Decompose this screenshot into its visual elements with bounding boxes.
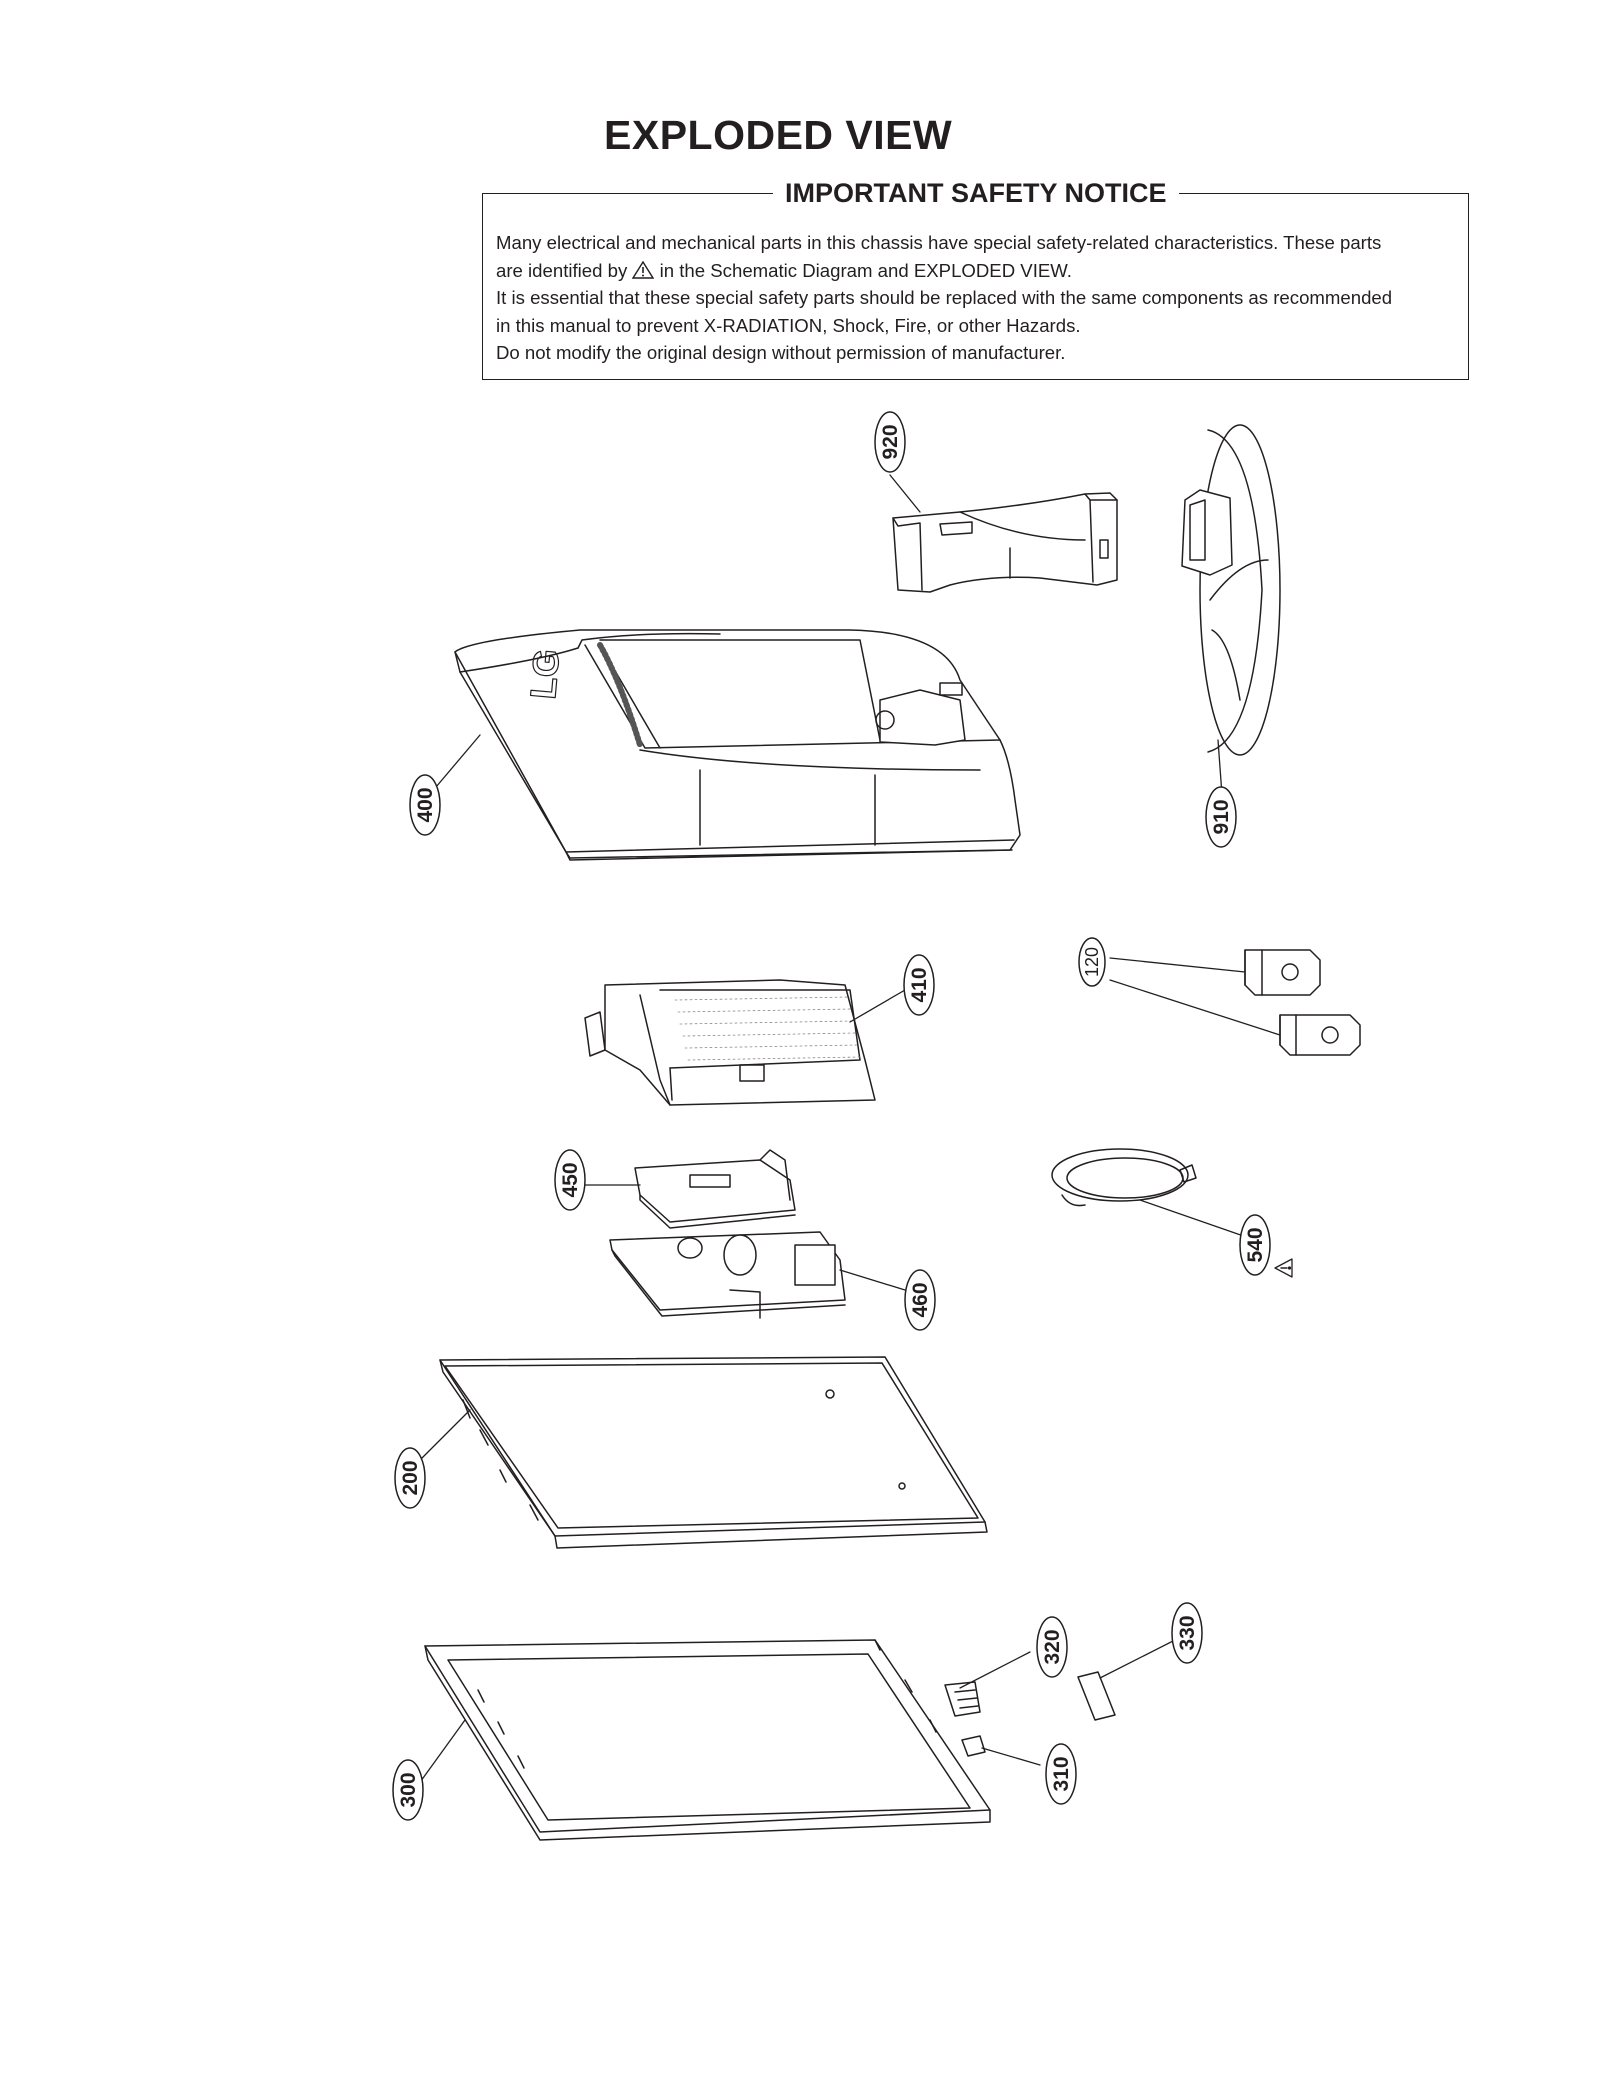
callout-200: 200 xyxy=(394,1447,426,1509)
callout-460-label: 460 xyxy=(909,1282,932,1317)
callout-310-label: 310 xyxy=(1050,1756,1073,1791)
notice-line-2-pre: are identified by xyxy=(496,259,628,281)
callout-120-label: 120 xyxy=(1082,947,1102,977)
callout-300-label: 300 xyxy=(397,1772,420,1807)
led-holder-drawing xyxy=(961,1735,986,1757)
leader-lines xyxy=(414,474,1281,1786)
connector-set-drawing xyxy=(1244,949,1361,1056)
main-board-drawing xyxy=(634,1149,796,1229)
page-title: EXPLODED VIEW xyxy=(604,112,953,158)
front-cabinet-drawing xyxy=(424,1639,991,1841)
control-buttons-drawing xyxy=(944,1681,981,1717)
stand-neck-drawing xyxy=(892,492,1118,593)
callout-320-label: 320 xyxy=(1041,1629,1064,1664)
power-board-drawing xyxy=(609,1231,846,1319)
lg-logo-text: LG xyxy=(522,647,567,700)
safety-notice-body: Many electrical and mechanical parts in … xyxy=(496,229,1455,367)
callouts: 920 910 400 410 120 450 460 540 xyxy=(392,411,1271,1821)
stand-base-drawing xyxy=(1181,424,1281,756)
callout-920-label: 920 xyxy=(879,424,902,459)
callout-400: 400 xyxy=(409,774,441,836)
notice-line-5: Do not modify the original design withou… xyxy=(496,342,1066,363)
callout-400-label: 400 xyxy=(414,787,437,822)
warning-triangle-icon xyxy=(632,260,655,279)
callout-330: 330 xyxy=(1171,1602,1203,1664)
callout-410: 410 xyxy=(903,954,935,1016)
notice-line-2: are identified by in the Schematic Diagr… xyxy=(496,257,1455,285)
callout-410-label: 410 xyxy=(908,967,931,1002)
safety-notice-box: IMPORTANT SAFETY NOTICE Many electrical … xyxy=(482,178,1469,380)
shield-case-drawing xyxy=(584,979,876,1106)
notice-line-1: Many electrical and mechanical parts in … xyxy=(496,232,1382,253)
callout-330-label: 330 xyxy=(1176,1615,1199,1650)
callout-910-label: 910 xyxy=(1210,799,1233,834)
notice-line-4: in this manual to prevent X-RADIATION, S… xyxy=(496,314,1081,336)
callout-120: 120 xyxy=(1078,937,1106,987)
lcd-module-drawing xyxy=(439,1356,988,1549)
power-cord-drawing xyxy=(1051,1148,1197,1207)
callout-310: 310 xyxy=(1045,1743,1077,1805)
notice-line-3: It is essential that these special safet… xyxy=(496,287,1393,308)
callout-320: 320 xyxy=(1036,1616,1068,1678)
callout-450: 450 xyxy=(554,1149,586,1211)
callout-910: 910 xyxy=(1205,786,1237,848)
callout-540-label: 540 xyxy=(1244,1227,1267,1262)
warning-triangle-icon xyxy=(1274,1258,1293,1278)
control-board-drawing xyxy=(1077,1671,1116,1721)
callout-450-label: 450 xyxy=(559,1162,582,1197)
callout-920: 920 xyxy=(874,411,906,473)
callout-200-label: 200 xyxy=(399,1460,422,1495)
callout-540: 540 xyxy=(1239,1214,1271,1276)
notice-line-2-post: in the Schematic Diagram and EXPLODED VI… xyxy=(659,259,1072,281)
safety-notice-heading: IMPORTANT SAFETY NOTICE xyxy=(773,178,1179,209)
callout-300: 300 xyxy=(392,1759,424,1821)
back-cover-drawing: LG xyxy=(454,629,1021,861)
callout-460: 460 xyxy=(904,1269,936,1331)
